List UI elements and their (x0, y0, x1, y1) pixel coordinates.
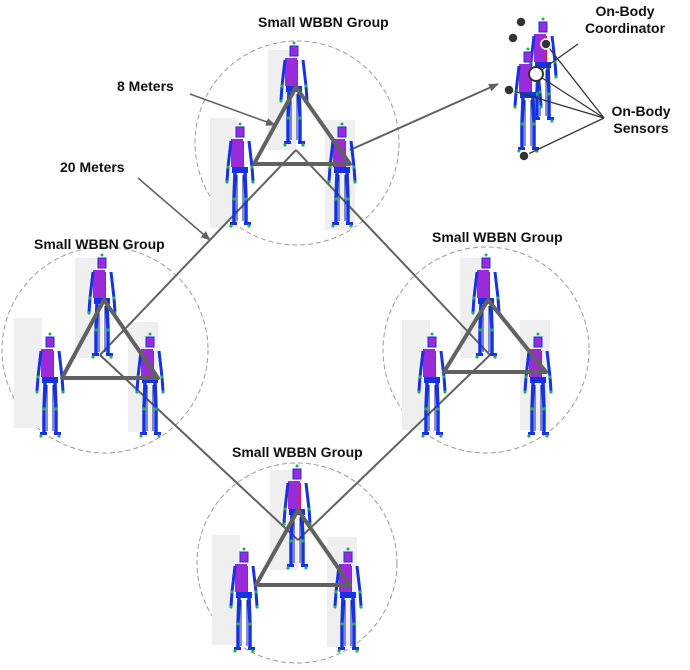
sensors-label-line2: Sensors (613, 120, 669, 136)
label-arrows (137, 93, 276, 241)
label-on-body-sensors: On-Body Sensors (600, 103, 682, 137)
sensor-dot-knee (518, 150, 530, 162)
label-8-meters: 8 Meters (117, 78, 174, 94)
sensor-callout-lines (509, 43, 605, 157)
arrow-8-meters (189, 93, 276, 126)
label-on-body-coordinator: On-Body Coordinator (565, 3, 685, 37)
sensor-dot-head (515, 16, 527, 28)
triangle-bottom (254, 508, 352, 587)
triangle-left (60, 298, 160, 380)
link-right-bottom (297, 354, 491, 541)
arrow-20-meters (137, 177, 211, 241)
group-label-top: Small WBBN Group (258, 14, 389, 30)
on-body-sensors (503, 16, 552, 162)
coordinator-label-line1: On-Body (595, 3, 655, 19)
group-label-left: Small WBBN Group (34, 236, 165, 252)
coordinator-node (528, 66, 544, 82)
group-label-bottom: Small WBBN Group (232, 444, 363, 460)
inter-group-links (99, 83, 499, 541)
link-left-bottom (99, 354, 299, 541)
link-to-body-detail (349, 83, 499, 151)
link-top-left (99, 149, 297, 356)
label-20-meters: 20 Meters (60, 159, 125, 175)
link-top-right (295, 149, 491, 356)
sensor-dot-neck (507, 32, 519, 44)
sensor-dot-hand (503, 84, 515, 96)
group-label-right: Small WBBN Group (432, 229, 563, 245)
sensor-dot-shoulder (540, 38, 552, 50)
triangle-right (442, 298, 548, 374)
sensors-label-line1: On-Body (611, 103, 671, 119)
coordinator-label-line2: Coordinator (584, 20, 666, 36)
